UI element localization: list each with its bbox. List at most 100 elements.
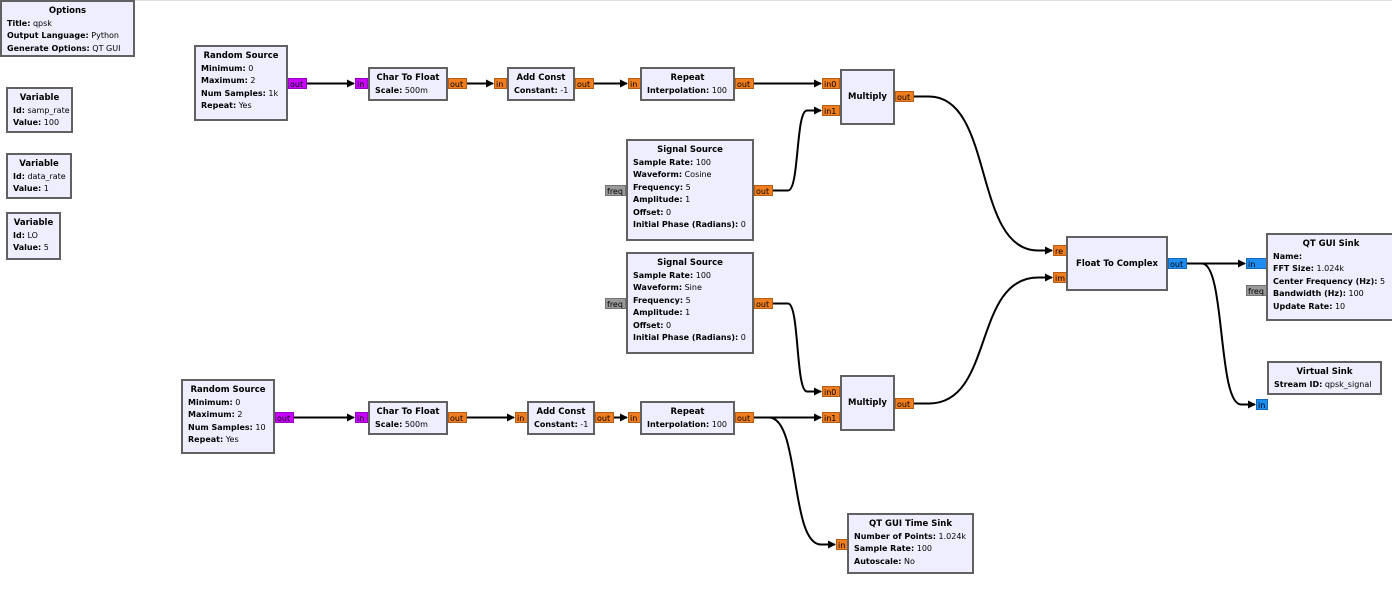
block-param: Waveform: Sine	[633, 282, 747, 295]
param-key: Interpolation:	[647, 85, 710, 95]
add-const-block-2[interactable]: Add Const Constant: -1	[527, 401, 595, 435]
param-key: Id:	[13, 230, 25, 240]
repeat-block-1[interactable]: Repeat Interpolation: 100	[640, 67, 735, 101]
multiply-block-2[interactable]: Multiply	[840, 375, 895, 431]
param-value: -1	[580, 419, 589, 429]
param-key: Minimum:	[201, 63, 246, 73]
block-title: Signal Source	[657, 145, 723, 155]
block-title: Signal Source	[657, 258, 723, 268]
param-value: 500m	[404, 85, 428, 95]
param-value: Yes	[238, 101, 252, 110]
random-source-1-out-port[interactable]: out	[288, 78, 307, 89]
char-to-float-1-out-port[interactable]: out	[448, 78, 467, 89]
qt-gui-sink-freq-port[interactable]: freq	[1246, 285, 1267, 296]
block-param: Value: 1	[13, 183, 65, 196]
char-to-float-block-1[interactable]: Char To Float Scale: 500m	[368, 67, 448, 101]
multiply-1-in0-port[interactable]: in0	[822, 78, 840, 89]
param-key: Offset:	[633, 207, 664, 217]
param-key: Constant:	[514, 85, 558, 95]
float-to-complex-block[interactable]: Float To Complex	[1066, 236, 1168, 291]
param-key: Sample Rate:	[854, 544, 915, 553]
multiply-2-in1-port[interactable]: in1	[822, 412, 840, 423]
float-to-complex-re-port[interactable]: re	[1053, 245, 1067, 256]
char-to-float-block-2[interactable]: Char To Float Scale: 500m	[368, 401, 448, 435]
float-to-complex-out-port[interactable]: out	[1168, 258, 1187, 269]
param-value: 1	[685, 308, 691, 317]
param-key: Interpolation:	[647, 419, 710, 429]
connection-wire[interactable]	[773, 302, 822, 396]
add-const-1-in-port[interactable]: in	[494, 78, 507, 89]
connection-wire[interactable]	[1187, 262, 1256, 409]
block-param: Constant: -1	[534, 419, 588, 432]
multiply-1-out-port[interactable]: out	[895, 91, 914, 102]
param-value: 1.024k	[1316, 264, 1345, 273]
block-param: Id: LO	[13, 230, 54, 243]
add-const-2-out-port[interactable]: out	[595, 412, 614, 423]
char-to-float-1-in-port[interactable]: in	[355, 78, 368, 89]
param-key: Num Samples:	[201, 88, 266, 98]
block-param: Offset: 0	[633, 320, 747, 333]
block-param: Sample Rate: 100	[633, 157, 747, 170]
multiply-1-in1-port[interactable]: in1	[822, 105, 840, 116]
block-param: Stream ID: qpsk_signal	[1274, 379, 1375, 392]
multiply-block-1[interactable]: Multiply	[840, 69, 895, 125]
repeat-2-out-port[interactable]: out	[735, 412, 754, 423]
qt-gui-sink-in-port[interactable]: in	[1246, 258, 1267, 269]
param-key: Update Rate:	[1273, 301, 1333, 311]
multiply-2-out-port[interactable]: out	[895, 398, 914, 409]
param-value: 1	[685, 195, 691, 204]
block-title: Multiply	[848, 91, 887, 102]
block-param: Interpolation: 100	[647, 419, 728, 432]
param-key: Initial Phase (Radians):	[633, 333, 739, 342]
block-param: Maximum: 2	[201, 75, 281, 88]
block-param: Name:	[1273, 251, 1389, 264]
qt-gui-time-sink-block[interactable]: QT GUI Time Sink Number of Points: 1.024…	[847, 513, 974, 574]
signal-source-cos-out-port[interactable]: out	[754, 185, 773, 196]
block-param: Sample Rate: 100	[854, 543, 967, 556]
repeat-1-out-port[interactable]: out	[735, 78, 754, 89]
virtual-sink-in-port[interactable]: in	[1256, 399, 1268, 410]
param-key: Id:	[13, 105, 25, 115]
char-to-float-2-in-port[interactable]: in	[355, 412, 368, 423]
param-value: qpsk_signal	[1324, 379, 1372, 389]
connection-wire[interactable]	[914, 273, 1053, 405]
connection-wire[interactable]	[914, 95, 1053, 255]
block-param: Value: 100	[13, 117, 66, 130]
param-key: Minimum:	[188, 397, 233, 407]
add-const-1-out-port[interactable]: out	[575, 78, 594, 89]
char-to-float-2-out-port[interactable]: out	[448, 412, 467, 423]
connection-wire[interactable]	[773, 106, 822, 192]
random-source-2-out-port[interactable]: out	[275, 412, 294, 423]
float-to-complex-im-port[interactable]: im	[1053, 272, 1067, 283]
param-value: 5	[685, 295, 691, 305]
block-param: Id: data_rate	[13, 171, 66, 184]
block-param: Amplitude: 1	[633, 307, 747, 320]
signal-source-sin-out-port[interactable]: out	[754, 298, 773, 309]
block-param: Center Frequency (Hz): 5	[1273, 276, 1389, 289]
param-value: LO	[27, 230, 38, 240]
param-value: 0	[235, 397, 241, 407]
virtual-sink-block[interactable]: Virtual Sink Stream ID: qpsk_signal	[1267, 361, 1382, 395]
param-value: No	[904, 556, 915, 566]
connection-wire[interactable]	[754, 416, 836, 549]
block-param: Amplitude: 1	[633, 194, 747, 207]
signal-source-cos-freq-port[interactable]: freq	[605, 185, 626, 196]
block-title: Random Source	[190, 385, 266, 395]
param-value: 0	[740, 220, 746, 229]
param-value: 100	[916, 544, 933, 553]
multiply-2-in0-port[interactable]: in0	[822, 386, 840, 397]
add-const-block-1[interactable]: Add Const Constant: -1	[507, 67, 575, 101]
param-value: 500m	[404, 419, 428, 429]
repeat-block-2[interactable]: Repeat Interpolation: 100	[640, 401, 735, 435]
block-param: Output Language: Python	[7, 30, 128, 43]
signal-source-sin-freq-port[interactable]: freq	[605, 298, 626, 309]
